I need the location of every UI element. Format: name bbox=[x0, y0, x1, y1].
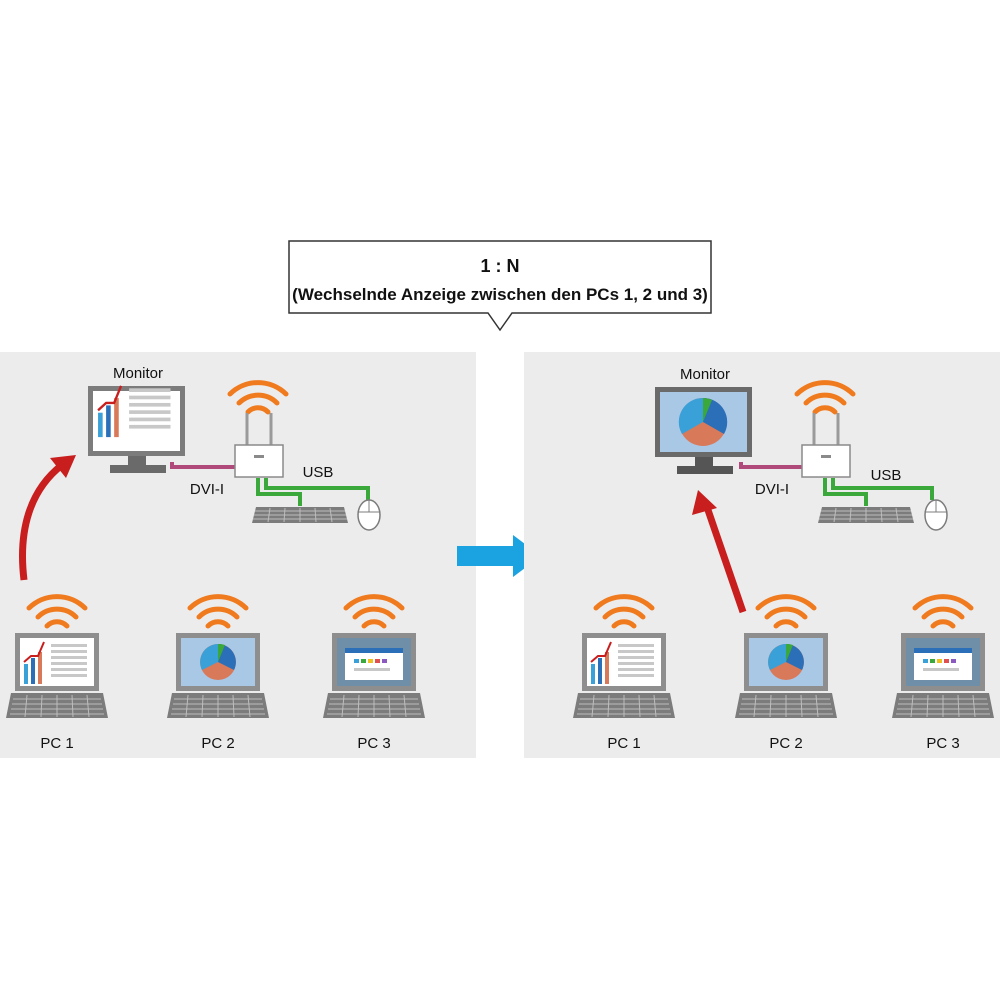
pc3-label: PC 3 bbox=[357, 735, 390, 752]
pc2-laptop bbox=[734, 632, 838, 719]
mouse-icon bbox=[357, 499, 381, 531]
pc3-label: PC 3 bbox=[926, 735, 959, 752]
pc2-laptop bbox=[166, 632, 270, 719]
arrow-head bbox=[692, 490, 717, 515]
active-connection-arrow bbox=[704, 508, 747, 614]
active-connection-arrow bbox=[19, 462, 65, 581]
usb-cable bbox=[256, 478, 370, 506]
monitor-label: Monitor bbox=[680, 366, 730, 383]
pc3-laptop bbox=[891, 632, 995, 719]
pc3-laptop bbox=[322, 632, 426, 719]
keyboard-icon bbox=[817, 506, 915, 524]
pc1-laptop bbox=[5, 632, 109, 719]
pc1-label: PC 1 bbox=[40, 735, 73, 752]
pc1-laptop bbox=[572, 632, 676, 719]
callout-title: 1 : N bbox=[480, 256, 519, 276]
left-panel: Monitor DVI-I USB PC 1 PC 2 bbox=[0, 352, 476, 758]
dvi-label: DVI-I bbox=[755, 481, 789, 498]
callout-box: 1 : N (Wechselnde Anzeige zwischen den P… bbox=[288, 240, 712, 332]
keyboard-icon bbox=[251, 506, 349, 524]
monitor-label: Monitor bbox=[113, 365, 163, 382]
right-panel: Monitor DVI-I USB PC 1 PC 2 bbox=[524, 352, 1000, 758]
arrow-head bbox=[50, 455, 76, 478]
callout-subtitle: (Wechselnde Anzeige zwischen den PCs 1, … bbox=[292, 285, 708, 304]
pc1-label: PC 1 bbox=[607, 735, 640, 752]
usb-label: USB bbox=[303, 464, 334, 481]
dvi-label: DVI-I bbox=[190, 481, 224, 498]
pc2-label: PC 2 bbox=[201, 735, 234, 752]
mouse-icon bbox=[924, 499, 948, 531]
pc2-label: PC 2 bbox=[769, 735, 802, 752]
dvi-cable bbox=[739, 462, 804, 469]
monitor bbox=[655, 387, 752, 474]
dvi-cable bbox=[170, 462, 236, 469]
monitor bbox=[88, 385, 185, 473]
usb-cable bbox=[823, 478, 934, 506]
usb-label: USB bbox=[871, 467, 902, 484]
